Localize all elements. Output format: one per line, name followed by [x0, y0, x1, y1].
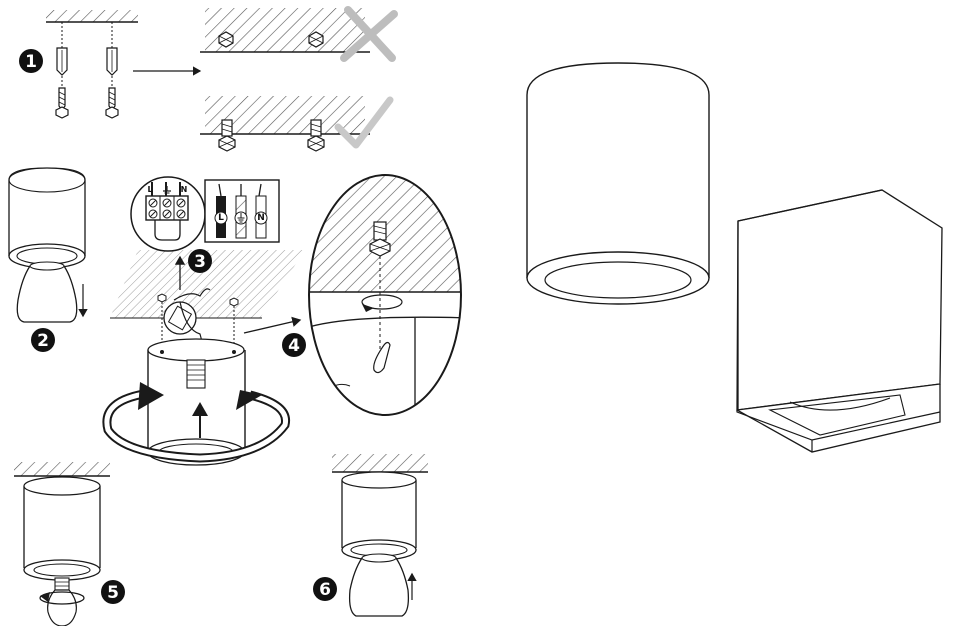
mount-detail-zoom [308, 174, 462, 416]
ceiling-hatch [332, 454, 428, 472]
diffuser-shade [348, 557, 410, 617]
ceiling-hatch [14, 462, 110, 476]
cross-mark-icon [340, 6, 398, 62]
step5-insert-bulb: 5 [14, 462, 125, 626]
rotate-arrow-icon [39, 591, 85, 605]
diffuser-shade [16, 265, 78, 323]
wall-plug-left [56, 47, 68, 76]
step-badge-4: 4 [282, 333, 306, 357]
square-fixture-view [736, 189, 943, 453]
wiring-legend: L N [204, 179, 280, 243]
terminal-label-live: L [147, 185, 152, 194]
screw-protruding-wrong [200, 6, 398, 62]
keyhole-slot [373, 341, 391, 374]
ground-symbol-icon [163, 186, 171, 194]
wall-plug-right [106, 47, 118, 76]
light-bulb [47, 577, 77, 626]
rotate-arrow-icon [102, 382, 291, 463]
step-badge-5: 5 [101, 580, 125, 604]
step-number-5: 5 [107, 583, 119, 603]
screw-left [55, 87, 69, 119]
step1-drill-ceiling: 1 [19, 10, 202, 119]
screw-correct [200, 96, 394, 152]
step-badge-6: 6 [313, 577, 337, 601]
step-number-6: 6 [319, 580, 331, 600]
step2-remove-diffuser: 2 [8, 167, 88, 352]
ground-symbol-icon [237, 213, 245, 223]
step6-attach-diffuser: 6 [313, 454, 428, 617]
check-mark-icon [334, 96, 394, 149]
ceiling-hatch [46, 10, 138, 22]
step-number-3: 3 [194, 252, 206, 272]
step-badge-1: 1 [19, 49, 43, 73]
wire-label-live: L [218, 213, 224, 223]
ceiling-hatch [205, 8, 365, 52]
step-number-1: 1 [25, 52, 37, 72]
wire-label-neutral: N [257, 213, 265, 223]
step3-wiring: L N L N 3 [110, 176, 305, 359]
step-number-2: 2 [37, 331, 49, 351]
step-number-4: 4 [288, 336, 300, 356]
screw-right [105, 87, 119, 119]
round-fixture-view [526, 62, 710, 305]
ceiling-plane [110, 250, 305, 318]
step-badge-3: 3 [188, 249, 212, 273]
step-badge-2: 2 [31, 328, 55, 352]
terminal-label-neutral: N [181, 185, 188, 194]
step4-mount-body: 4 [102, 174, 462, 466]
